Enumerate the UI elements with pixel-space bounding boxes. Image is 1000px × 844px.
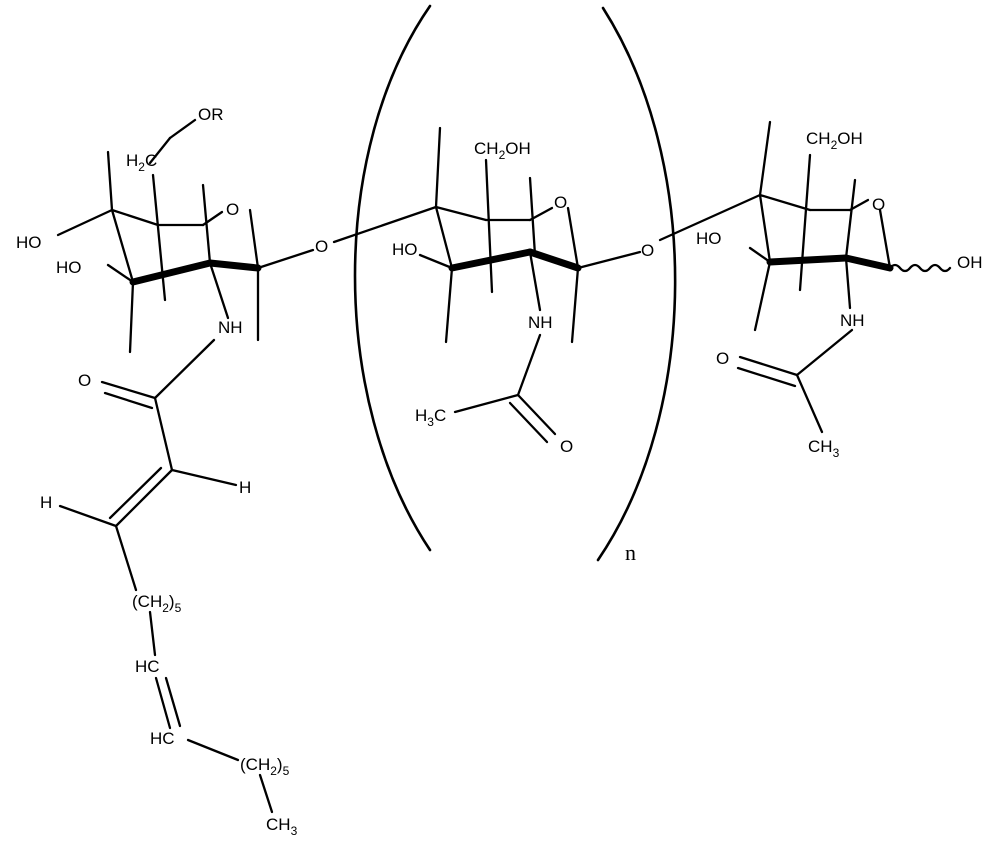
bond-line <box>436 207 486 220</box>
atom-labels: OR H2C HO HO O O NH CH2OH HO O O NH CH2O… <box>16 105 983 838</box>
bond-line <box>210 263 258 268</box>
bond-line <box>110 468 161 518</box>
bond-line <box>750 248 770 262</box>
bond-line <box>572 268 578 342</box>
bond-line <box>846 258 850 308</box>
bond-line <box>578 252 640 268</box>
bond-line <box>510 403 547 442</box>
bond-line <box>846 258 890 268</box>
label-ho-4: HO <box>696 229 722 248</box>
label-oh-anomeric: OH <box>957 253 983 272</box>
label-h-beta: H <box>40 493 52 512</box>
label-ch3-ac3: CH3 <box>808 437 840 460</box>
label-hc-2: HC <box>150 729 175 748</box>
bond-line <box>155 340 214 398</box>
label-ch2-5-b: (CH2)5 <box>240 755 290 778</box>
bond-line <box>530 252 578 268</box>
label-nh-2: NH <box>528 313 553 332</box>
bond-line <box>172 470 236 485</box>
bond-line <box>155 398 172 470</box>
bond-line <box>153 175 165 300</box>
bond-line <box>760 195 770 262</box>
bond-line <box>188 740 238 760</box>
bond-line <box>116 470 172 526</box>
acetyl-3 <box>738 330 852 432</box>
label-o-ring-1: O <box>226 200 239 219</box>
label-nh-1: NH <box>218 318 243 337</box>
label-ho-3: HO <box>392 240 418 259</box>
label-o-ring-2: O <box>554 193 567 212</box>
label-hc-1: HC <box>135 657 160 676</box>
bond-line <box>518 335 540 395</box>
bond-line <box>455 395 518 412</box>
bond-line <box>446 268 452 342</box>
label-ch2oh-3: CH2OH <box>806 129 863 152</box>
ring-3 <box>660 122 950 330</box>
bond-line <box>436 128 440 207</box>
label-ch2oh-2: CH2OH <box>474 139 531 162</box>
bond-line <box>760 195 810 210</box>
bond-line <box>133 263 210 282</box>
bond-line <box>486 160 492 292</box>
bond-line <box>530 252 540 310</box>
bond-line <box>250 210 258 268</box>
label-or: OR <box>198 105 224 124</box>
bond-line <box>797 375 822 432</box>
bond-line <box>58 210 112 235</box>
bond-line <box>770 258 846 262</box>
bond-line <box>800 155 810 290</box>
bond-line <box>334 207 436 242</box>
bond-line <box>112 210 158 225</box>
label-o-ac3: O <box>716 349 729 368</box>
label-o-ring-3: O <box>872 195 885 214</box>
bond-line <box>210 263 228 318</box>
label-o-link-1: O <box>315 237 328 256</box>
bond-line <box>518 395 555 434</box>
wavy-bond <box>890 265 950 271</box>
bond-line <box>260 775 272 812</box>
label-o-link-2: O <box>641 241 654 260</box>
label-ho-1: HO <box>16 233 42 252</box>
label-h3c: H3C <box>415 406 446 429</box>
bond-line <box>797 330 852 375</box>
repeat-index-n: n <box>625 540 636 565</box>
ring-2 <box>334 128 640 342</box>
left-repeat-bracket <box>355 6 430 550</box>
label-ch3-end: CH3 <box>266 815 298 838</box>
bond-line <box>258 250 313 268</box>
label-o-ac2: O <box>560 437 573 456</box>
bond-line <box>755 262 770 330</box>
bond-line <box>568 208 578 268</box>
label-o-acyl: O <box>78 371 91 390</box>
bond-line <box>150 612 155 655</box>
ring-1 <box>58 120 313 352</box>
label-ch2-5-a: (CH2)5 <box>132 592 182 615</box>
acetyl-2 <box>455 335 555 442</box>
right-repeat-bracket <box>598 8 675 560</box>
label-ho-2: HO <box>56 258 82 277</box>
bond-line <box>880 210 890 268</box>
bond-line <box>436 207 452 268</box>
bond-line <box>170 120 195 138</box>
bond-line <box>116 526 136 590</box>
bond-line <box>760 122 770 195</box>
bond-line <box>420 255 452 268</box>
label-h2c: H2C <box>126 151 157 174</box>
bond-line <box>60 506 116 526</box>
bond-line <box>130 282 133 352</box>
bond-line <box>846 180 855 258</box>
label-h-alpha: H <box>239 478 251 497</box>
label-nh-3: NH <box>840 311 865 330</box>
bond-line <box>108 152 112 210</box>
